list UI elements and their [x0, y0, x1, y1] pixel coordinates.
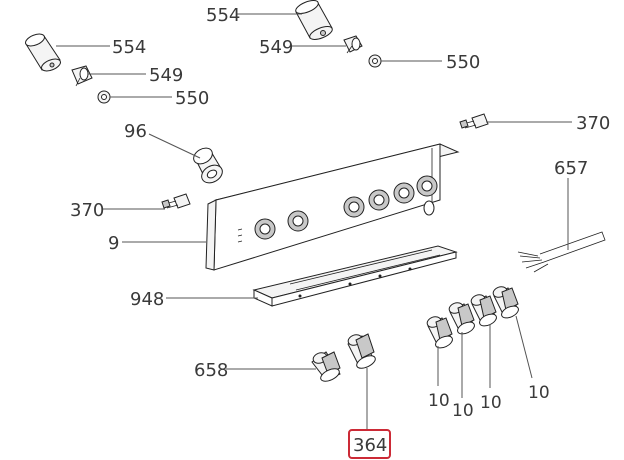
part-549-left[interactable]	[71, 65, 93, 87]
part-657[interactable]	[517, 231, 606, 273]
label-554-left[interactable]: 554	[112, 37, 146, 58]
part-96[interactable]	[191, 145, 226, 186]
part-10-knob-b[interactable]	[448, 301, 477, 336]
label-10-c[interactable]: 10	[480, 393, 502, 413]
part-370-right[interactable]	[459, 113, 489, 129]
part-554-top[interactable]	[294, 0, 334, 42]
part-10-knob-c[interactable]	[470, 293, 499, 328]
part-370-left[interactable]	[161, 193, 191, 209]
part-364-knob[interactable]	[347, 333, 377, 371]
part-550-left[interactable]	[97, 90, 111, 104]
label-948[interactable]: 948	[130, 289, 164, 310]
label-10-d[interactable]: 10	[528, 383, 550, 403]
label-658[interactable]: 658	[194, 360, 228, 381]
label-554-top[interactable]: 554	[206, 5, 240, 26]
label-96[interactable]: 96	[124, 121, 147, 142]
leader-10-d	[515, 315, 533, 379]
label-549-left[interactable]: 549	[149, 65, 183, 86]
label-550-top[interactable]: 550	[446, 52, 480, 73]
part-554-left[interactable]	[24, 32, 62, 74]
label-10-a[interactable]: 10	[428, 391, 450, 411]
label-364[interactable]: 364	[353, 435, 387, 456]
label-370-right[interactable]: 370	[576, 113, 610, 134]
label-549-top[interactable]: 549	[259, 37, 293, 58]
highlight-box-364	[348, 429, 391, 459]
label-657[interactable]: 657	[554, 158, 588, 179]
part-10-knob-a[interactable]	[426, 315, 455, 350]
label-550-left[interactable]: 550	[175, 88, 209, 109]
part-658-knob[interactable]	[311, 351, 341, 384]
label-10-b[interactable]: 10	[452, 401, 474, 421]
rail-holes	[298, 267, 412, 298]
part-10-knob-d[interactable]	[492, 285, 521, 320]
label-370-left[interactable]: 370	[70, 200, 104, 221]
leader-96	[148, 133, 201, 159]
part-549-top[interactable]	[343, 35, 363, 54]
panel-knob-holes	[254, 175, 438, 240]
label-9[interactable]: 9	[108, 233, 119, 254]
part-9-control-panel[interactable]	[205, 143, 460, 271]
part-948-rail[interactable]	[252, 245, 458, 307]
part-550-top[interactable]	[368, 54, 382, 68]
